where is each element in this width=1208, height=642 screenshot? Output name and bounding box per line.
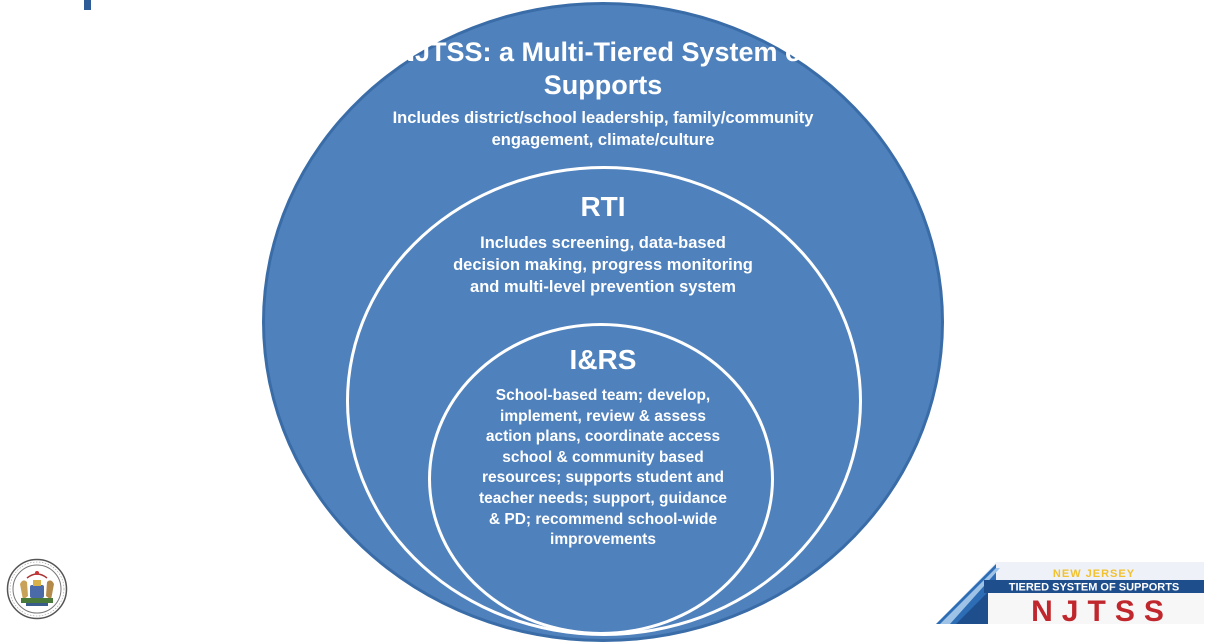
- logo-line2: TIERED SYSTEM OF SUPPORTS: [1009, 582, 1180, 594]
- inner-circle-title: I&RS: [569, 344, 637, 375]
- logo-wordmark: NJTSS: [1031, 595, 1173, 624]
- logo-line1: NEW JERSEY: [1053, 568, 1135, 580]
- outer-circle-title: NJTSS: a Multi-Tiered System of Supports: [395, 37, 811, 100]
- corner-accent-bar: [84, 0, 91, 10]
- outer-circle-description: Includes district/school leadership, fam…: [392, 109, 814, 149]
- njtss-logo: NEW JERSEY TIERED SYSTEM OF SUPPORTS NJT…: [936, 562, 1204, 624]
- middle-circle-description: Includes screening, data-based decision …: [453, 234, 753, 296]
- state-seal-icon: [6, 558, 68, 620]
- middle-circle-title: RTI: [580, 191, 626, 222]
- inner-circle-description: School-based team; develop, implement, r…: [478, 387, 728, 549]
